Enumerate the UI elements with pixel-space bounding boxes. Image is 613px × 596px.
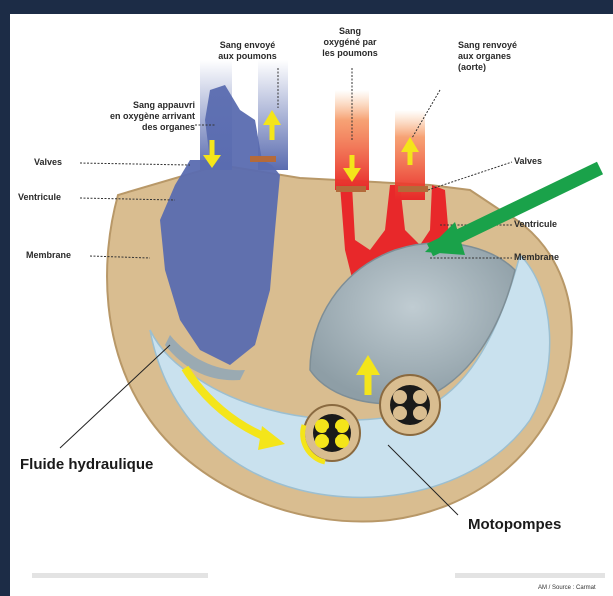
label-ventricule-right: Ventricule (514, 219, 557, 230)
label-sang-envoye-poumons: Sang envoyé aux poumons (210, 40, 285, 62)
label-membrane-right: Membrane (514, 252, 559, 263)
valve-right-2 (398, 186, 428, 192)
motopump-right (380, 375, 440, 435)
label-valves-left: Valves (34, 157, 62, 168)
label-sang-appauvri: Sang appauvri en oxygène arrivant des or… (50, 100, 195, 133)
label-sang-oxygene: Sang oxygéné par les poumons (310, 26, 390, 59)
valve-left (250, 156, 276, 162)
label-valves-right: Valves (514, 156, 542, 167)
bottom-bar-left (32, 573, 208, 578)
label-ventricule-left: Ventricule (18, 192, 61, 203)
label-membrane-left: Membrane (26, 250, 71, 261)
blue-vessel-inflow (200, 60, 232, 170)
label-fluide-hydraulique: Fluide hydraulique (20, 456, 153, 473)
source-credit: AM / Source : Carmat (538, 585, 596, 591)
label-sang-renvoye: Sang renvoyé aux organes (aorte) (458, 40, 548, 73)
bottom-bar-right (455, 573, 605, 578)
label-motopompes: Motopompes (468, 516, 561, 533)
valve-right-1 (336, 186, 366, 192)
motopump-left (303, 405, 360, 462)
